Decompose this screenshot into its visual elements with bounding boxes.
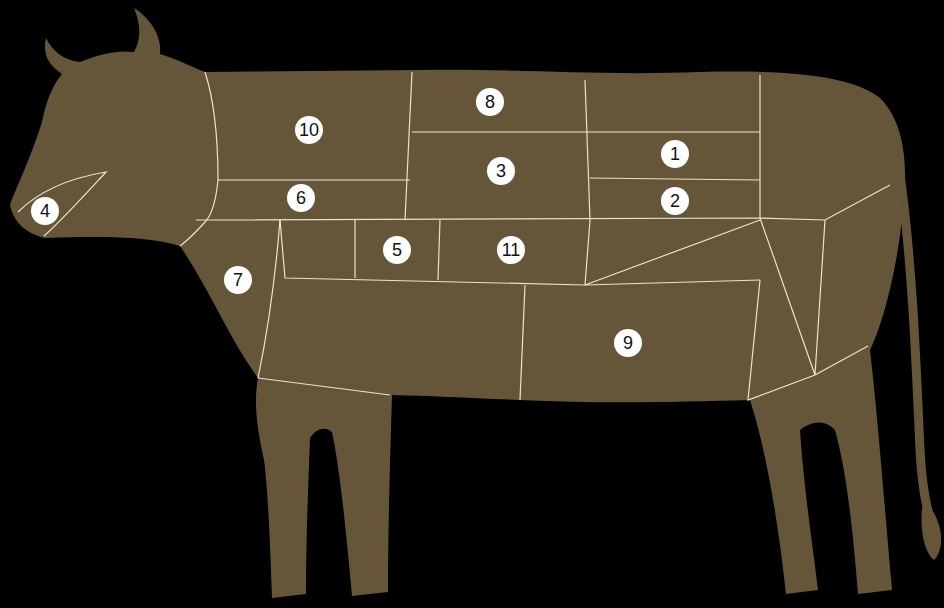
cow-body (10, 8, 905, 598)
callout-number: 11 (497, 236, 525, 264)
callout-number: 6 (287, 184, 315, 212)
cow-tail (900, 175, 934, 530)
callout-number: 4 (31, 197, 59, 225)
callout-number: 3 (487, 157, 515, 185)
callout-number: 7 (224, 266, 252, 294)
cow-tail-tuft (922, 505, 942, 560)
callout-number: 10 (295, 116, 323, 144)
callout-number: 2 (661, 187, 689, 215)
cut-lines (18, 72, 890, 400)
callout-number: 9 (614, 329, 642, 357)
callout-number: 5 (383, 236, 411, 264)
callout-number: 1 (661, 140, 689, 168)
callout-number: 8 (476, 88, 504, 116)
